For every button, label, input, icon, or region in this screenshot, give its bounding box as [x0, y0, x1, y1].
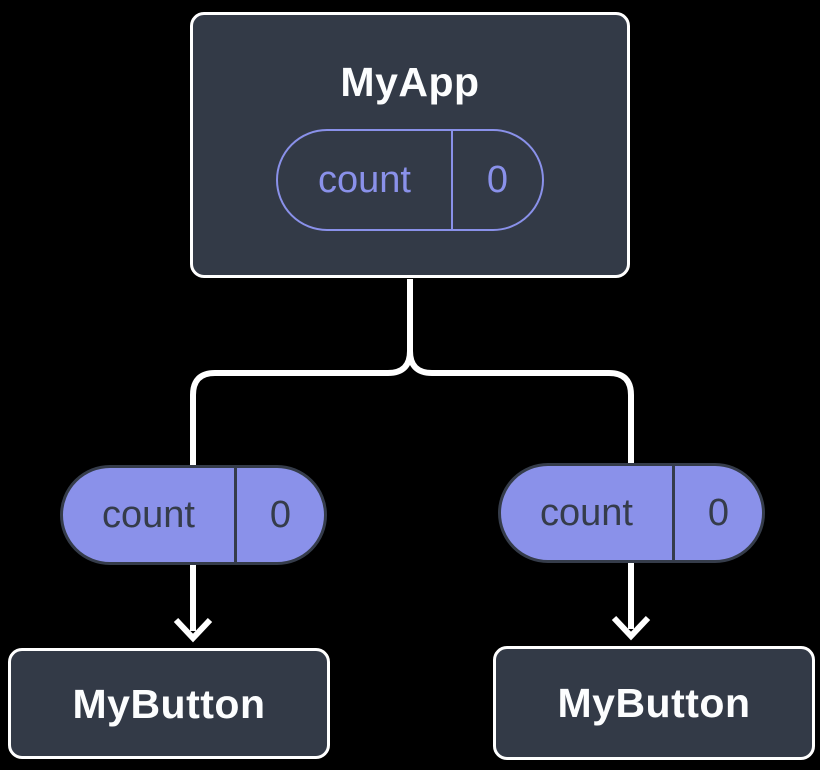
pill-divider — [672, 466, 675, 560]
mybutton-title: MyButton — [557, 680, 751, 726]
state-value: 0 — [486, 159, 509, 201]
connector-root-to-left-child — [190, 279, 413, 466]
prop-value: 0 — [269, 494, 292, 536]
pill-divider — [234, 468, 237, 562]
prop-name-label: count — [540, 492, 633, 534]
myapp-state-pill: count 0 — [276, 129, 544, 231]
prop-name-label: count — [102, 494, 195, 536]
arrow-down-icon-right — [611, 563, 651, 641]
prop-value: 0 — [707, 492, 730, 534]
pill-divider — [451, 131, 453, 229]
mybutton-node-right: MyButton — [493, 646, 815, 760]
myapp-title: MyApp — [340, 59, 480, 105]
left-prop-pill: count 0 — [60, 465, 327, 565]
state-name-label: count — [318, 159, 411, 201]
connector-root-to-right-child — [407, 279, 634, 464]
mybutton-title: MyButton — [72, 680, 266, 727]
arrow-down-icon-left — [173, 565, 213, 643]
right-prop-pill: count 0 — [498, 463, 765, 563]
mybutton-node-left: MyButton — [8, 648, 330, 759]
myapp-node: MyApp count 0 — [190, 12, 630, 278]
